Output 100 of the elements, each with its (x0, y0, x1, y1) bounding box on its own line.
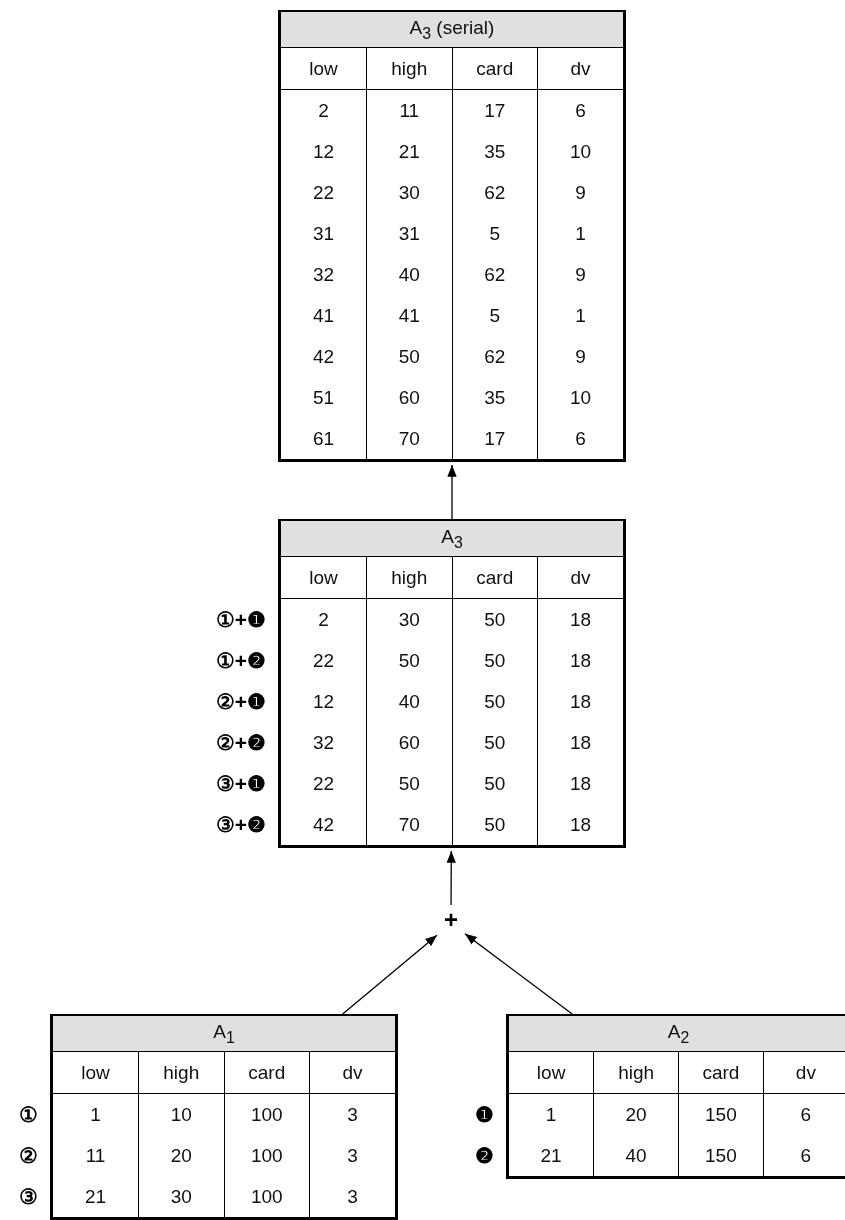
table-cell: 18 (537, 722, 623, 763)
column-header: card (678, 1051, 764, 1094)
table-cell: 20 (593, 1093, 679, 1135)
table-cell: 2 (281, 89, 367, 131)
table-cell: 100 (224, 1176, 310, 1217)
table-cell: 6 (763, 1135, 845, 1176)
table-cell: 21 (53, 1176, 139, 1217)
table-cell: 50 (452, 681, 538, 722)
table-cell: 100 (224, 1093, 310, 1135)
column-header: high (138, 1051, 224, 1094)
table-cell: 11 (366, 89, 452, 131)
table-cell: 12 (281, 131, 367, 172)
row-marker: ② (19, 1143, 38, 1169)
data-table (278, 519, 626, 848)
row-marker: ②+❷ (215, 730, 266, 756)
row-marker: ③ (19, 1184, 38, 1210)
table-cell: 150 (678, 1093, 764, 1135)
table-cell: 18 (537, 804, 623, 845)
table-cell: 6 (537, 89, 623, 131)
column-header: low (53, 1051, 139, 1094)
table-cell: 42 (281, 804, 367, 845)
table-cell: 5 (452, 213, 538, 254)
table-cell: 3 (309, 1176, 395, 1217)
column-header: card (224, 1051, 310, 1094)
column-header: high (366, 47, 452, 90)
table-cell: 32 (281, 254, 367, 295)
table-cell: 60 (366, 722, 452, 763)
table-cell: 18 (537, 598, 623, 640)
table-cell: 62 (452, 254, 538, 295)
table-cell: 100 (224, 1135, 310, 1176)
table-cell: 21 (366, 131, 452, 172)
table-cell: 22 (281, 172, 367, 213)
table-cell: 35 (452, 131, 538, 172)
table-cell: 61 (281, 418, 367, 459)
table-cell: 21 (509, 1135, 594, 1176)
table-cell: 30 (138, 1176, 224, 1217)
table-cell: 10 (537, 131, 623, 172)
table-cell: 30 (366, 598, 452, 640)
table-cell: 1 (509, 1093, 594, 1135)
table-cell: 11 (53, 1135, 139, 1176)
table-cell: 50 (452, 722, 538, 763)
table-cell: 50 (366, 763, 452, 804)
table-cell: 70 (366, 804, 452, 845)
table-cell: 62 (452, 172, 538, 213)
table-cell: 31 (366, 213, 452, 254)
arrow (464, 933, 573, 1015)
table-cell: 18 (537, 681, 623, 722)
table-cell: 6 (763, 1093, 845, 1135)
table-cell: 51 (281, 377, 367, 418)
table-cell: 41 (366, 295, 452, 336)
table-cell: 50 (452, 804, 538, 845)
table-cell: 9 (537, 336, 623, 377)
table-cell: 35 (452, 377, 538, 418)
table-cell: 1 (537, 295, 623, 336)
table-cell: 5 (452, 295, 538, 336)
column-header: low (281, 47, 367, 90)
table-cell: 9 (537, 254, 623, 295)
table-title: A$_{3}$ (281, 521, 623, 557)
row-marker: ①+❶ (215, 606, 266, 633)
table-cell: 12 (281, 681, 367, 722)
table-cell: 10 (138, 1093, 224, 1135)
table-cell: 40 (366, 681, 452, 722)
table-cell: 70 (366, 418, 452, 459)
table-cell: 6 (537, 418, 623, 459)
column-header: high (593, 1051, 679, 1094)
table-cell: 22 (281, 763, 367, 804)
table-cell: 1 (537, 213, 623, 254)
data-table (506, 1014, 845, 1179)
table-cell: 42 (281, 336, 367, 377)
column-header: card (452, 556, 538, 599)
table-cell: 40 (593, 1135, 679, 1176)
table-cell: 50 (452, 640, 538, 681)
table-cell: 50 (452, 763, 538, 804)
data-table (50, 1014, 398, 1220)
row-marker: ❶ (475, 1101, 494, 1128)
table-cell: 50 (452, 598, 538, 640)
table-cell: 22 (281, 640, 367, 681)
table-cell: 18 (537, 640, 623, 681)
table-title: A$_{2}$ (509, 1016, 845, 1052)
column-header: dv (763, 1051, 845, 1094)
table-cell: 9 (537, 172, 623, 213)
arrow (446, 850, 456, 906)
column-header: low (281, 556, 367, 599)
table-title: A$_{3}$ (serial) (281, 12, 623, 48)
data-table (278, 10, 626, 462)
table-cell: 18 (537, 763, 623, 804)
table-cell: 31 (281, 213, 367, 254)
column-header: card (452, 47, 538, 90)
table-cell: 50 (366, 640, 452, 681)
table-title: A$_{1}$ (53, 1016, 395, 1052)
table-cell: 17 (452, 89, 538, 131)
row-marker: ③+❶ (215, 771, 266, 797)
table-cell: 2 (281, 598, 367, 640)
table-cell: 17 (452, 418, 538, 459)
column-header: dv (537, 47, 623, 90)
column-header: dv (309, 1051, 395, 1094)
row-marker: ②+❶ (215, 689, 266, 715)
table-cell: 40 (366, 254, 452, 295)
column-header: low (509, 1051, 594, 1094)
table-cell: 1 (53, 1093, 139, 1135)
